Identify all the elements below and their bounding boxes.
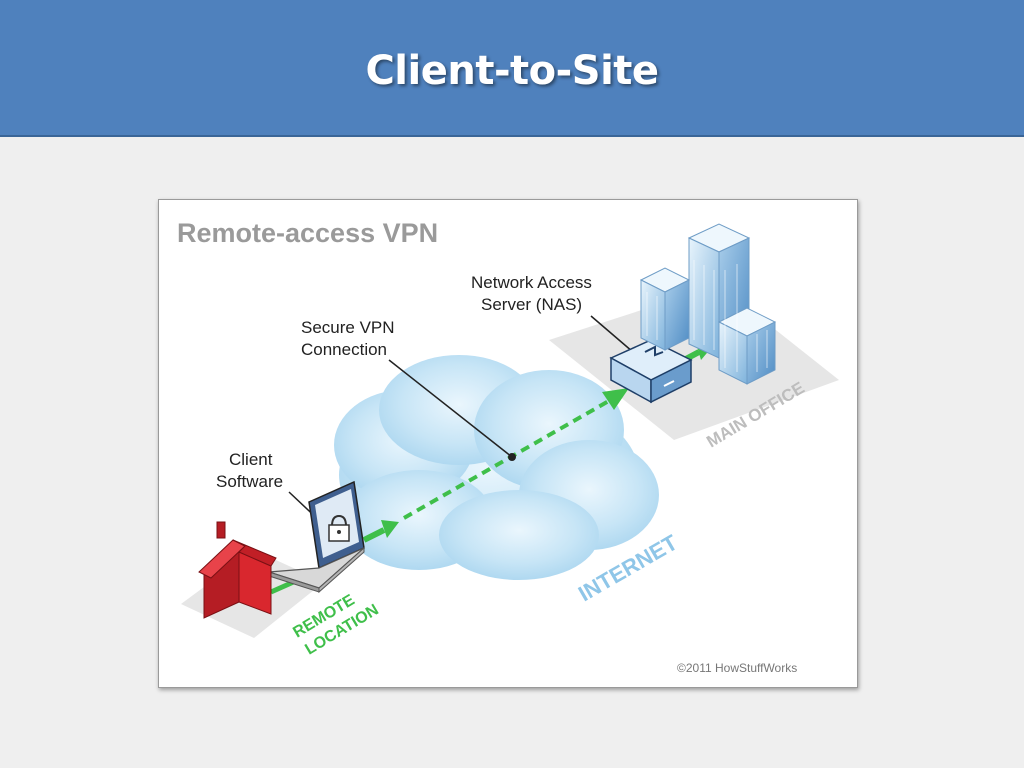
diagram-heading: Remote-access VPN xyxy=(177,218,438,248)
house-icon xyxy=(198,521,277,619)
nas-label-line1: Network Access xyxy=(471,273,592,292)
vpn-diagram: Remote-access VPN MAIN OFFICE INTERNET xyxy=(177,218,839,675)
nas-server-icon xyxy=(609,339,693,404)
copyright-text: ©2011 HowStuffWorks xyxy=(677,661,797,675)
nas-label-line2: Server (NAS) xyxy=(481,295,582,314)
lock-icon xyxy=(328,514,350,542)
slide-title: Client-to-Site xyxy=(365,47,659,94)
vpn-connection-label-line2: Connection xyxy=(301,340,387,359)
tunnel-arrow-to-nas xyxy=(602,388,629,410)
vpn-diagram-figure: Remote-access VPN MAIN OFFICE INTERNET xyxy=(158,199,858,688)
internet-cloud xyxy=(334,355,659,580)
tunnel-arrow-laptop-out xyxy=(362,520,399,543)
vpn-leader-dot xyxy=(508,453,516,461)
client-label-line1: Client xyxy=(229,450,273,469)
client-label-line2: Software xyxy=(216,472,283,491)
vpn-connection-label-line1: Secure VPN xyxy=(301,318,395,337)
vpn-leader-line xyxy=(388,359,513,458)
nas-leader-line xyxy=(590,315,634,353)
title-bar: Client-to-Site xyxy=(0,0,1024,137)
main-office-buildings-icon xyxy=(639,223,777,385)
